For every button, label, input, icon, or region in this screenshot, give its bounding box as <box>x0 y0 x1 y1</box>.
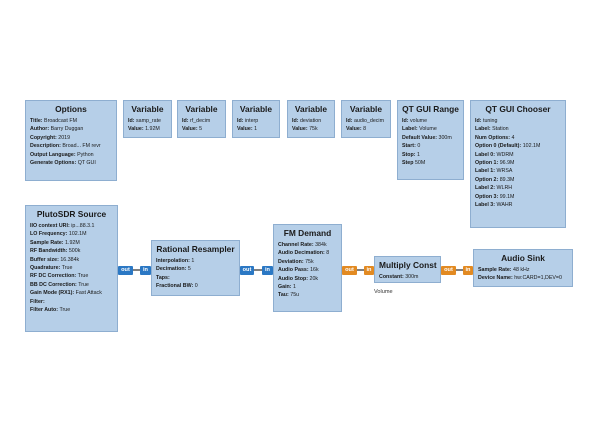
param-row: Option 1: 96.9M <box>475 160 515 167</box>
param-row: Quadrature: True <box>30 265 73 272</box>
param-row: Description: Broad... FM revr <box>30 143 101 150</box>
param-row: RF DC Correction: True <box>30 273 89 280</box>
variable-rf-decim-block[interactable]: Variable Id: rf_decim Value: 5 <box>177 100 226 138</box>
param-row: Value: 75k <box>292 126 318 133</box>
param-row: Audio Pass: 16k <box>278 267 319 274</box>
param-row: Id: volume <box>402 118 428 124</box>
resampler-out-port[interactable]: out <box>240 266 254 275</box>
param-row: BB DC Correction: True <box>30 281 89 288</box>
pluto-out-port[interactable]: out <box>118 266 133 275</box>
param-row: Id: tuning <box>475 118 498 124</box>
block-title: Variable <box>131 104 164 114</box>
plutosdr-source-block[interactable]: PlutoSDR Source IIO context URI: ip...88… <box>25 205 118 332</box>
param-row: Label: Station <box>475 126 509 133</box>
param-row: Constant: 300m <box>379 274 419 280</box>
param-row: Title: Broadcast FM <box>30 118 78 124</box>
multiply-comment: Volume <box>374 289 393 295</box>
block-title: Variable <box>239 104 273 114</box>
param-row: Sample Rate: 48 kHz <box>478 267 530 273</box>
param-row: Label 0: WDRM <box>475 151 514 158</box>
param-row: Fractional BW: 0 <box>156 283 198 290</box>
block-title: FM Demand <box>283 228 332 238</box>
block-title: Variable <box>294 104 328 114</box>
variable-interp-block[interactable]: Variable Id: interp Value: 1 <box>232 100 280 138</box>
param-row: Step 50M <box>402 160 426 167</box>
param-row: Default Value: 300m <box>402 134 452 141</box>
variable-audio-decim-block[interactable]: Variable Id: audio_decim Value: 8 <box>341 100 391 138</box>
param-row: Id: samp_rate <box>128 118 161 124</box>
param-row: Stop: 1 <box>402 151 420 158</box>
param-row: Taps: <box>156 274 170 281</box>
block-title: Variable <box>185 104 218 114</box>
param-row: Start: 0 <box>402 143 421 150</box>
param-row: Label: Volume <box>402 126 437 133</box>
param-row: Num Options: 4 <box>475 134 515 141</box>
param-row: Id: rf_decim <box>182 118 211 124</box>
param-row: Filter: <box>30 298 45 305</box>
param-row: Generate Options: QT GUI <box>30 160 96 167</box>
block-title: PlutoSDR Source <box>36 209 107 219</box>
options-block[interactable]: Options Title: Broadcast FM Author: Barr… <box>25 100 117 181</box>
param-row: RF Bandwidth: 500k <box>30 248 81 255</box>
param-row: Author: Barry Duggan <box>30 126 84 133</box>
qt-gui-chooser-block[interactable]: QT GUI Chooser Id: tuning Label: Station… <box>470 100 566 228</box>
param-row: Option 2: 89.3M <box>475 176 515 183</box>
param-row: IIO context URI: ip...88.3.1 <box>30 223 95 229</box>
param-row: Interpolation: 1 <box>156 258 195 264</box>
param-row: Audio Stop: 20k <box>278 275 319 282</box>
param-row: Filter Auto: True <box>30 307 71 314</box>
fm-demod-out-port[interactable]: out <box>342 266 357 275</box>
param-row: Deviation: 75k <box>278 258 314 265</box>
param-row: Label 2: WLRH <box>475 185 513 192</box>
param-row: Option 0 (Default): 102.1M <box>475 143 541 150</box>
param-row: Id: interp <box>237 118 259 124</box>
variable-deviation-block[interactable]: Variable Id: deviation Value: 75k <box>287 100 335 138</box>
param-row: Audio Decimation: 8 <box>278 250 330 257</box>
param-row: Decimation: 5 <box>156 266 191 273</box>
param-row: Gain: 1 <box>278 284 296 291</box>
fm-demod-in-port[interactable]: in <box>262 266 273 275</box>
block-title: Options <box>55 104 87 114</box>
param-row: Sample Rate: 1.92M <box>30 239 80 246</box>
param-row: Value: 5 <box>182 126 203 133</box>
rational-resampler-block[interactable]: Rational Resampler Interpolation: 1 Deci… <box>151 240 240 296</box>
multiply-out-port[interactable]: out <box>441 266 456 275</box>
param-row: Device Name: hw:CARD=1,DEV=0 <box>478 275 562 282</box>
param-row: Value: 1.92M <box>128 126 160 133</box>
param-row: Channel Rate: 384k <box>278 242 327 248</box>
audio-sink-in-port[interactable]: in <box>463 266 473 275</box>
block-title: Rational Resampler <box>156 244 235 254</box>
multiply-const-block[interactable]: Multiply Const Constant: 300m <box>374 256 441 283</box>
param-row: Label 3: WAHR <box>475 202 513 209</box>
param-row: Value: 8 <box>346 126 367 133</box>
param-row: Output Language: Python <box>30 151 94 158</box>
param-row: Gain Mode (RX1): Fast Attack <box>30 290 102 297</box>
qt-gui-range-block[interactable]: QT GUI Range Id: volume Label: Volume De… <box>397 100 464 180</box>
param-row: Option 3: 99.1M <box>475 193 515 200</box>
multiply-in-port[interactable]: in <box>364 266 374 275</box>
variable-samp-rate-block[interactable]: Variable Id: samp_rate Value: 1.92M <box>123 100 172 138</box>
block-title: QT GUI Chooser <box>485 104 551 114</box>
block-title: Multiply Const <box>379 260 437 270</box>
param-row: Value: 1 <box>237 126 258 133</box>
param-row: Tau: 75u <box>278 292 300 299</box>
resampler-in-port[interactable]: in <box>140 266 151 275</box>
param-row: Copyright: 2019 <box>30 134 71 141</box>
audio-sink-block[interactable]: Audio Sink Sample Rate: 48 kHz Device Na… <box>473 249 573 287</box>
param-row: Label 1: WRSA <box>475 168 513 175</box>
fm-demod-block[interactable]: FM Demand Channel Rate: 384k Audio Decim… <box>273 224 342 312</box>
block-title: QT GUI Range <box>402 104 459 114</box>
param-row: Buffer size: 16.384k <box>30 256 80 263</box>
block-title: Audio Sink <box>501 253 545 263</box>
param-row: LO Frequency: 102.1M <box>30 231 87 238</box>
param-row: Id: deviation <box>292 118 322 124</box>
block-title: Variable <box>349 104 383 114</box>
param-row: Id: audio_decim <box>346 118 385 124</box>
